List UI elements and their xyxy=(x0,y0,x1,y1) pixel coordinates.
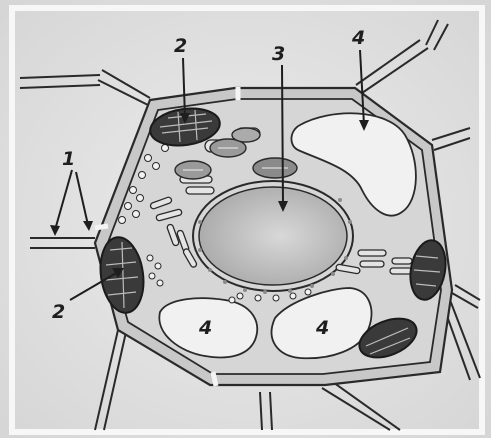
label-chloroplast-top: 2 xyxy=(174,35,187,57)
leader-nucleus xyxy=(282,65,283,205)
label-chloroplast-left: 2 xyxy=(52,301,65,323)
nucleus xyxy=(199,187,347,285)
label-vacuole-bottom-right: 4 xyxy=(315,317,329,339)
label-cell-wall: 1 xyxy=(62,148,75,170)
label-vacuole-bottom-left: 4 xyxy=(198,317,212,339)
label-vacuole-top: 4 xyxy=(351,27,365,49)
label-nucleus: 3 xyxy=(272,43,285,65)
